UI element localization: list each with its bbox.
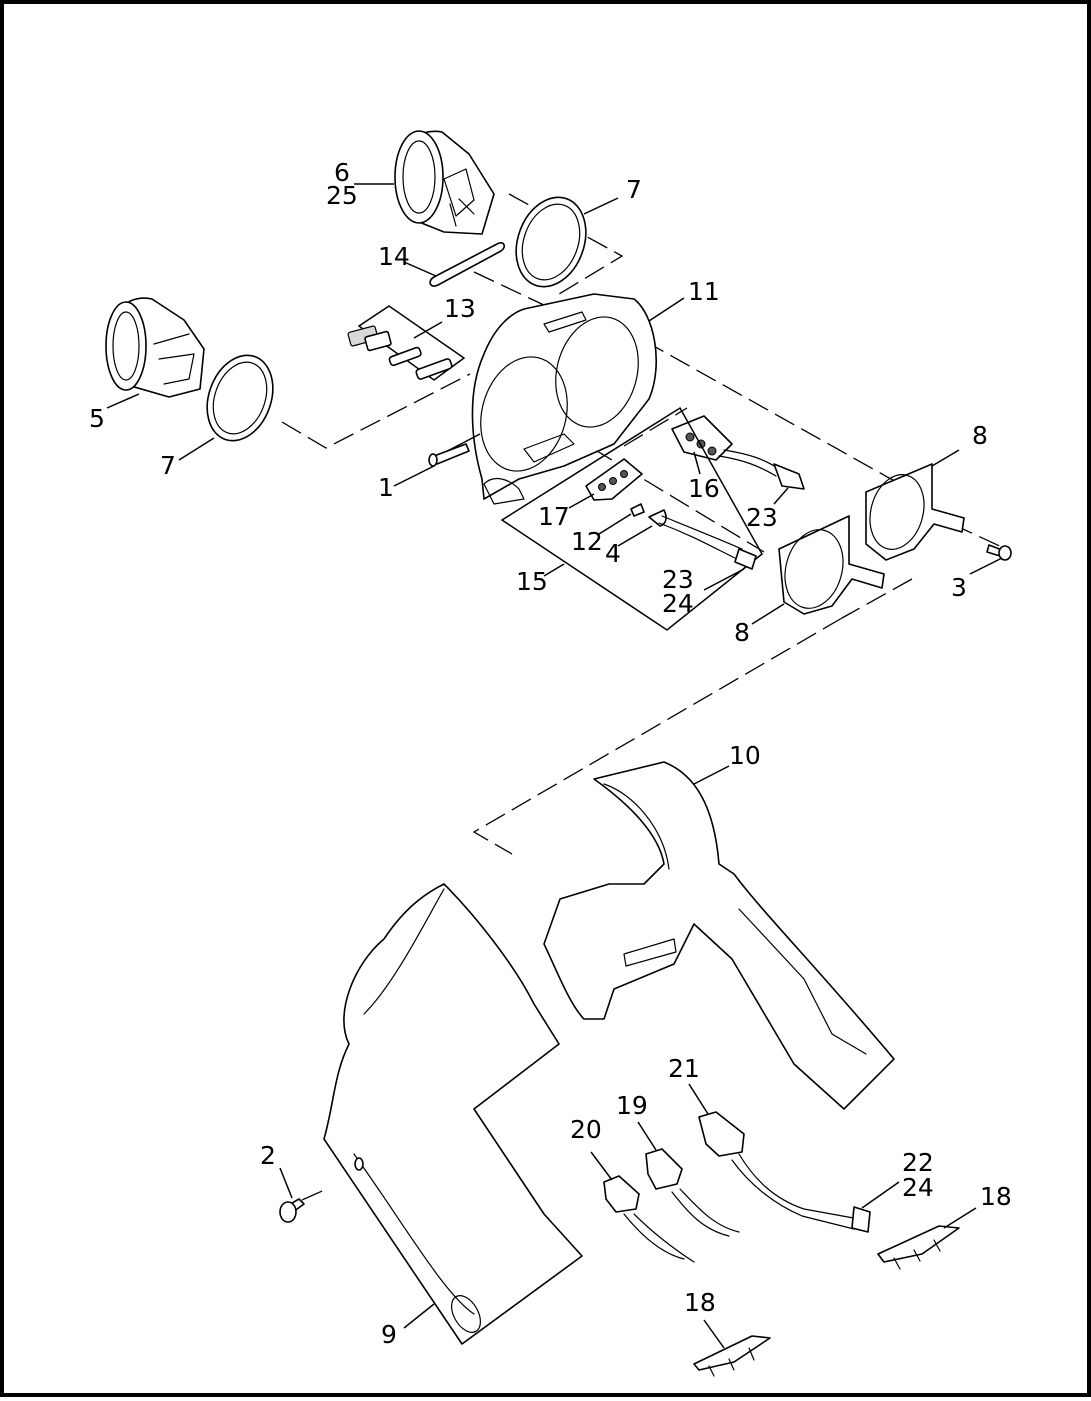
bezel-ring-left	[206, 354, 274, 442]
callout-18-bottom: 18	[684, 1288, 716, 1317]
callout-7-upper: 7	[626, 175, 642, 204]
switch-21	[698, 1111, 871, 1233]
clip-18-bottom	[693, 1335, 771, 1377]
callout-23-upper: 23	[746, 503, 778, 532]
gauge-upper	[394, 130, 495, 235]
callout-17: 17	[538, 502, 570, 531]
callout-13: 13	[444, 294, 476, 323]
callout-11: 11	[688, 277, 720, 306]
callout-5: 5	[89, 404, 105, 433]
callout-1: 1	[378, 473, 394, 502]
screw-3	[986, 544, 1012, 561]
callout-8-upper: 8	[972, 421, 988, 450]
callout-19: 19	[616, 1091, 648, 1120]
callout-21: 21	[668, 1054, 700, 1083]
callout-24-lower: 24	[902, 1173, 934, 1202]
bezel-ring-upper	[515, 196, 587, 288]
clip-18-right	[877, 1225, 960, 1270]
gauge-left	[105, 297, 205, 398]
fairing-lower	[323, 883, 583, 1345]
callout-3: 3	[951, 573, 967, 602]
callout-22: 22	[902, 1148, 934, 1177]
exploded-parts-diagram: 6 25 7 14 13 11 5 7 1 8 16 17 23 12 4 3 …	[89, 130, 1012, 1377]
callout-6: 6	[334, 158, 350, 187]
rod-part	[429, 242, 506, 287]
callout-25: 25	[326, 181, 358, 210]
screw-small	[428, 443, 470, 467]
switch-20	[603, 1175, 695, 1263]
connector-16	[671, 415, 805, 490]
callout-8-lower: 8	[734, 618, 750, 647]
screw-2	[279, 1198, 305, 1223]
switch-19	[645, 1148, 740, 1237]
callout-10: 10	[729, 741, 761, 770]
fuse-kit	[347, 305, 466, 381]
fairing-cover	[543, 761, 895, 1110]
callout-16: 16	[688, 474, 720, 503]
callout-24-upper: 24	[662, 589, 694, 618]
bracket-lower	[778, 515, 885, 615]
callout-23-lower: 23	[662, 565, 694, 594]
callout-9: 9	[381, 1320, 397, 1349]
callout-18-right: 18	[980, 1182, 1012, 1211]
callout-14: 14	[378, 242, 410, 271]
callout-7-left: 7	[160, 451, 176, 480]
callout-20: 20	[570, 1115, 602, 1144]
harness-kit	[500, 406, 763, 631]
callout-15: 15	[516, 567, 548, 596]
callout-4: 4	[605, 539, 621, 568]
callout-2: 2	[260, 1141, 276, 1170]
callout-12: 12	[571, 527, 603, 556]
leader-lines	[106, 183, 1003, 1349]
callout-labels: 6 25 7 14 13 11 5 7 1 8 16 17 23 12 4 3 …	[89, 158, 1012, 1349]
bracket-upper	[865, 463, 965, 561]
gauge-housing	[471, 293, 657, 505]
